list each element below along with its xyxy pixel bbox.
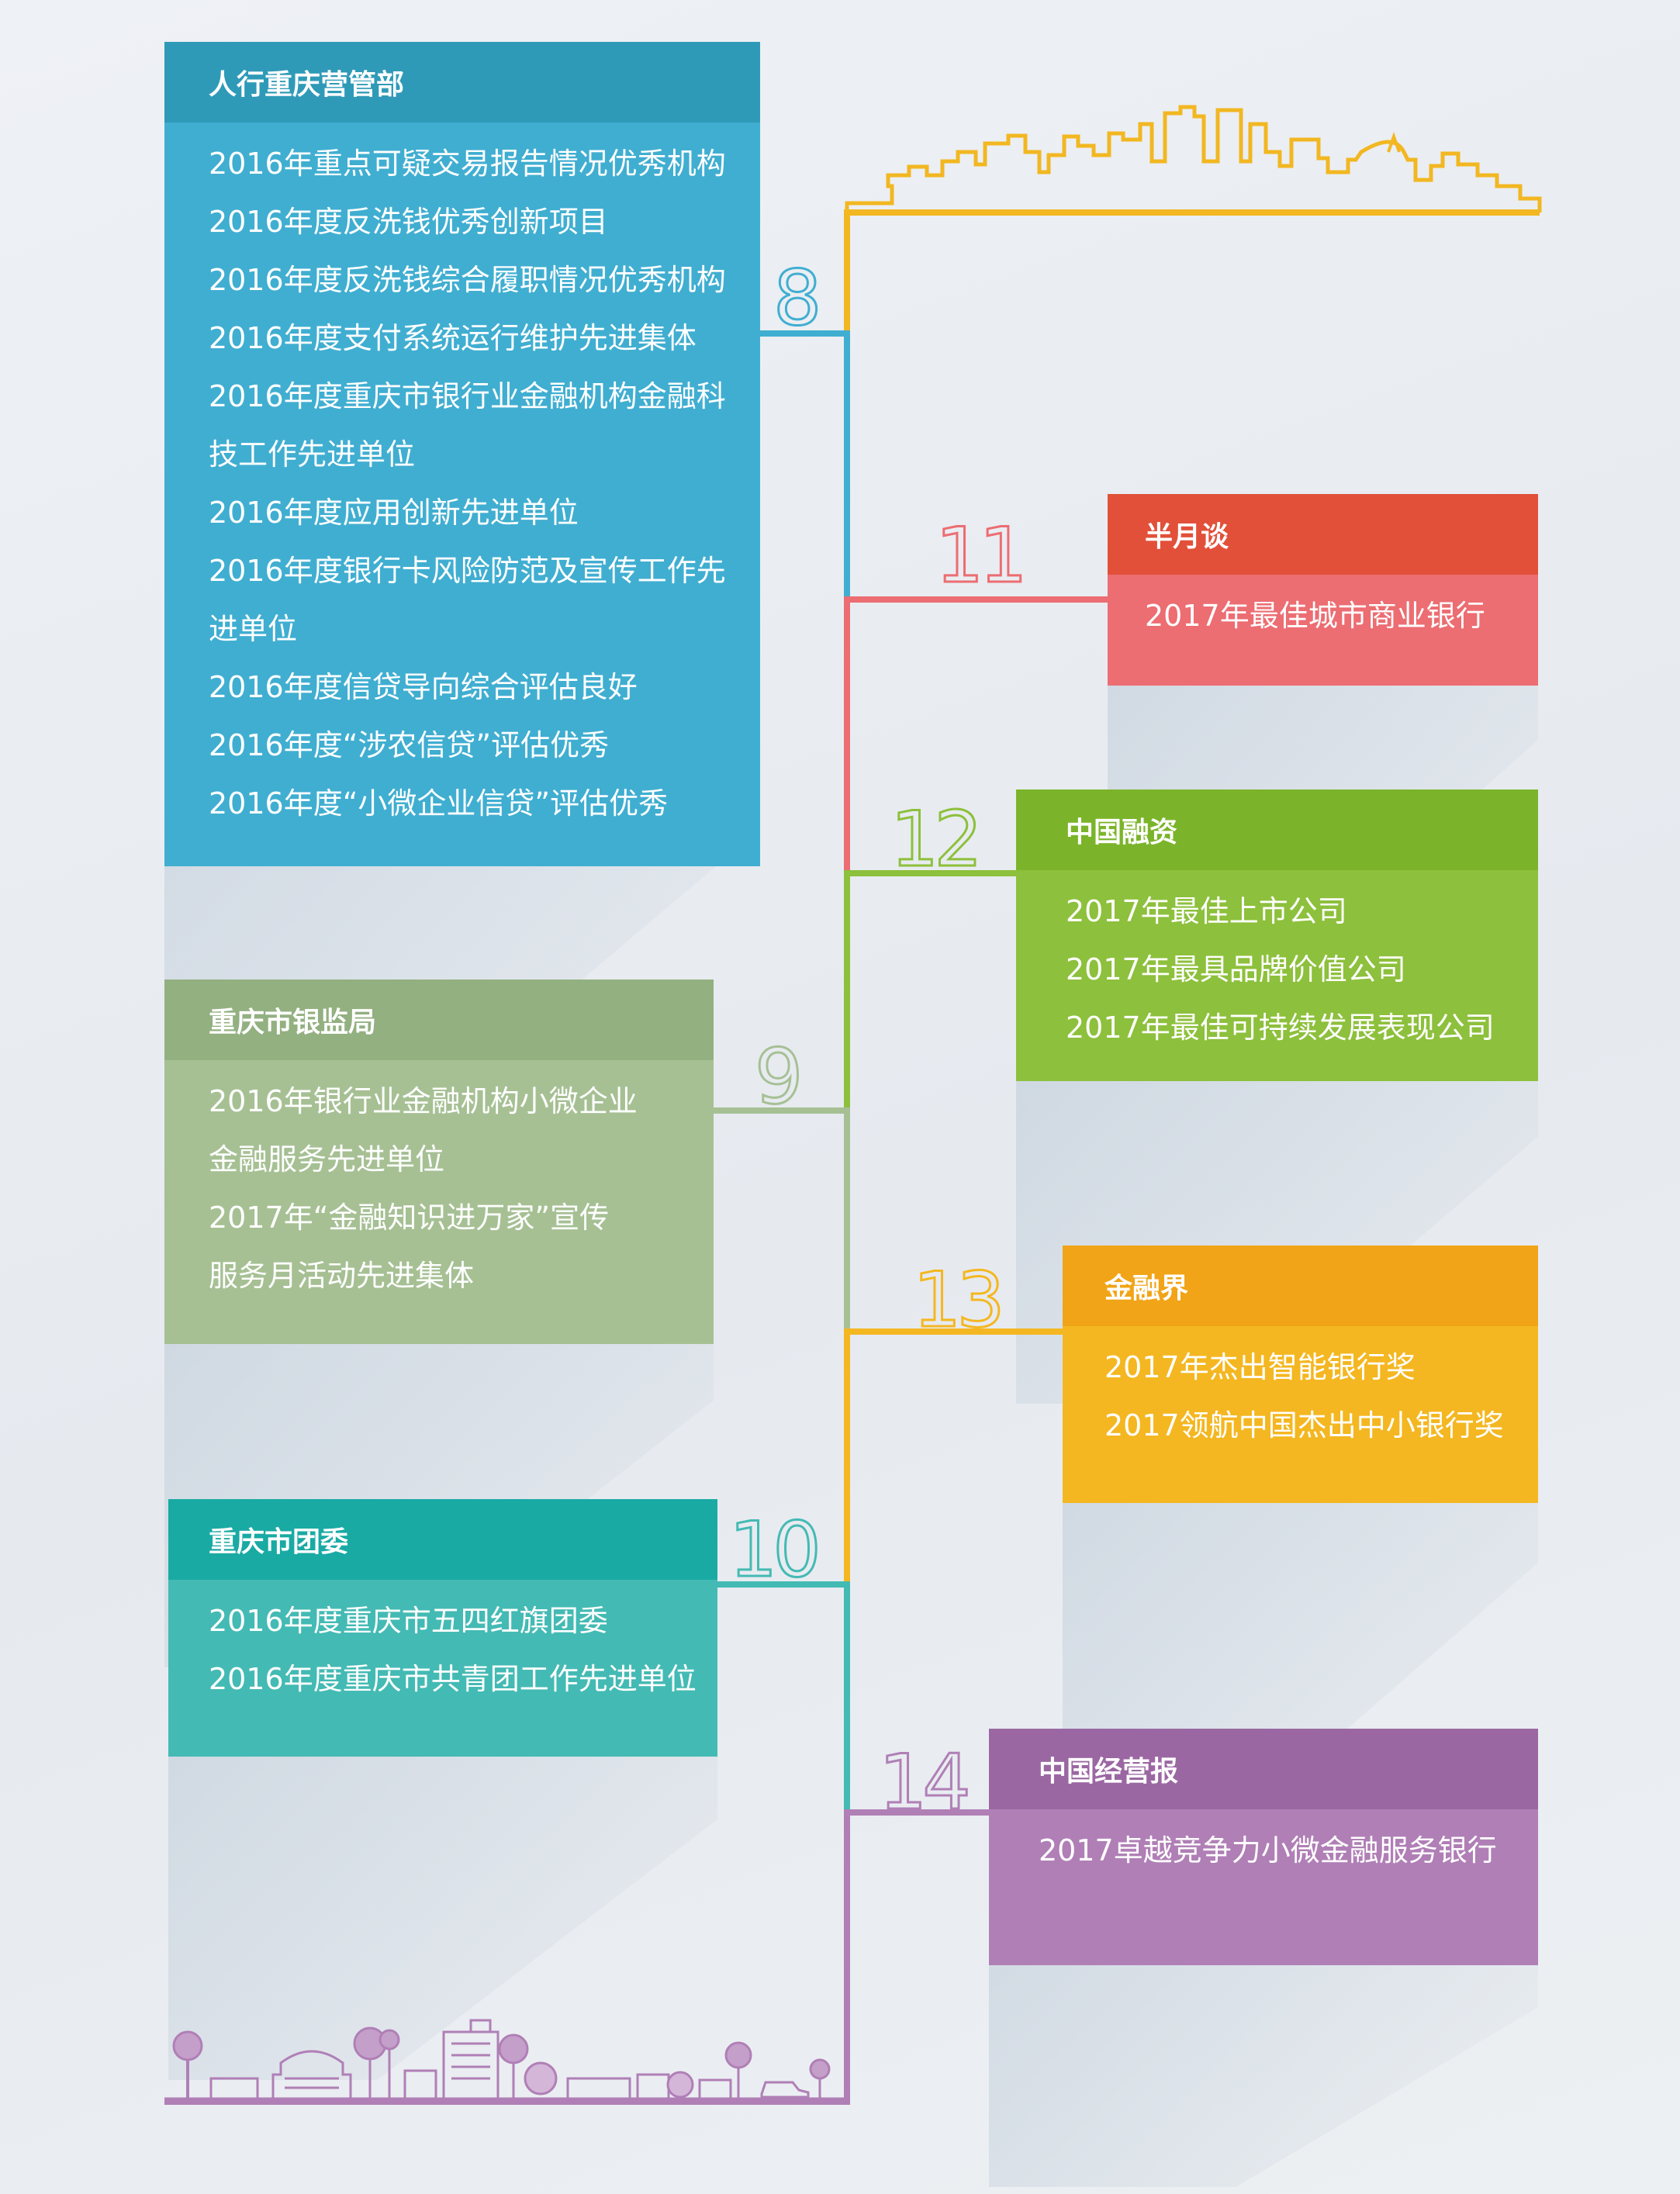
award-item: 进单位 xyxy=(209,612,298,646)
award-item: 2017年杰出智能银行奖 xyxy=(1104,1350,1416,1384)
award-item: 2017年最佳可持续发展表现公司 xyxy=(1066,1011,1495,1045)
award-list: 2016年重点可疑交易报告情况优秀机构 2016年度反洗钱优秀创新项目 2016年度… xyxy=(164,123,760,833)
award-item: 技工作先进单位 xyxy=(209,437,416,472)
award-list: 2016年度重庆市五四红旗团委 2016年度重庆市共青团工作先进单位 xyxy=(168,1580,717,1709)
org-title: 金融界 xyxy=(1063,1246,1538,1326)
timeline-number-10: 10 xyxy=(728,1506,823,1595)
bottom-scene-illustration xyxy=(164,2019,847,2100)
award-list: 2017卓越竞争力小微金融服务银行 xyxy=(989,1809,1538,1880)
timeline-spine-teal xyxy=(717,1581,850,1812)
timeline-number-9: 9 xyxy=(753,1033,804,1121)
award-item: 2017年最具品牌价值公司 xyxy=(1066,952,1406,986)
award-item: 2016年度“涉农信贷”评估优秀 xyxy=(209,728,610,762)
award-item: 2016年度银行卡风险防范及宣传工作先 xyxy=(209,554,726,588)
timeline-number-8: 8 xyxy=(772,254,822,343)
award-item: 2017年最佳上市公司 xyxy=(1066,894,1347,928)
award-item: 2016年度反洗钱优秀创新项目 xyxy=(209,205,608,239)
timeline-number-14: 14 xyxy=(878,1739,973,1827)
award-item: 2017年“金融知识进万家”宣传 xyxy=(209,1201,610,1235)
org-title: 人行重庆营管部 xyxy=(164,42,760,123)
award-item: 服务月活动先进集体 xyxy=(209,1259,475,1293)
award-item: 金融服务先进单位 xyxy=(209,1142,445,1176)
award-item: 2016年度“小微企业信贷”评估优秀 xyxy=(209,786,669,821)
award-item: 2017卓越竞争力小微金融服务银行 xyxy=(1039,1833,1497,1867)
timeline-spine-red xyxy=(844,596,1108,873)
award-item: 2016年度重庆市五四红旗团委 xyxy=(209,1604,608,1638)
award-item: 2016年度反洗钱综合履职情况优秀机构 xyxy=(209,263,726,297)
award-item: 2016年度信贷导向综合评估良好 xyxy=(209,670,638,704)
timeline-number-11: 11 xyxy=(935,512,1029,600)
timeline-number-12: 12 xyxy=(890,796,984,884)
timeline-spine-amber xyxy=(844,1328,1063,1584)
award-item: 2016年重点可疑交易报告情况优秀机构 xyxy=(209,147,726,181)
award-list: 2017年最佳城市商业银行 xyxy=(1108,575,1538,645)
award-item: 2016年度支付系统运行维护先进集体 xyxy=(209,321,697,355)
org-title: 重庆市团委 xyxy=(168,1499,717,1580)
award-card-14: 中国经营报 2017卓越竞争力小微金融服务银行 xyxy=(989,1729,1538,1965)
org-title: 重庆市银监局 xyxy=(164,980,714,1060)
timeline-spine-sage xyxy=(714,1107,850,1332)
award-list: 2016年银行业金融机构小微企业金融服务先进单位 2017年“金融知识进万家”宣传… xyxy=(164,1060,714,1305)
award-list: 2017年杰出智能银行奖 2017领航中国杰出中小银行奖 xyxy=(1063,1326,1538,1455)
timeline-spine-purple xyxy=(164,1809,989,2105)
award-item: 2017领航中国杰出中小银行奖 xyxy=(1104,1408,1504,1443)
org-title: 中国融资 xyxy=(1016,789,1538,870)
award-card-9: 重庆市银监局 2016年银行业金融机构小微企业金融服务先进单位 2017年“金融知… xyxy=(164,980,714,1344)
timeline-number-13: 13 xyxy=(912,1256,1007,1345)
award-item: 2016年度重庆市共青团工作先进单位 xyxy=(209,1662,697,1696)
award-item: 2016年度重庆市银行业金融机构金融科 xyxy=(209,379,726,413)
award-list: 2017年最佳上市公司 2017年最具品牌价值公司 2017年最佳可持续发展表现公司 xyxy=(1016,870,1538,1057)
award-item: 2017年最佳城市商业银行 xyxy=(1145,599,1485,633)
award-card-13: 金融界 2017年杰出智能银行奖 2017领航中国杰出中小银行奖 xyxy=(1063,1246,1538,1503)
timeline-spine-blue xyxy=(760,330,850,599)
award-item: 2016年银行业金融机构小微企业 xyxy=(209,1084,638,1118)
award-card-10: 重庆市团委 2016年度重庆市五四红旗团委 2016年度重庆市共青团工作先进单位 xyxy=(168,1499,717,1757)
award-card-8: 人行重庆营管部 2016年重点可疑交易报告情况优秀机构 2016年度反洗钱优秀创新… xyxy=(164,42,760,866)
award-card-11: 半月谈 2017年最佳城市商业银行 xyxy=(1108,494,1538,686)
skyline-outline xyxy=(845,105,1542,212)
timeline-spine-green xyxy=(844,870,1016,1111)
timeline-spine-yellow xyxy=(844,209,1540,333)
award-card-12: 中国融资 2017年最佳上市公司 2017年最具品牌价值公司 2017年最佳可持续发… xyxy=(1016,789,1538,1081)
org-title: 中国经营报 xyxy=(989,1729,1538,1809)
award-item: 2016年度应用创新先进单位 xyxy=(209,496,579,530)
org-title: 半月谈 xyxy=(1108,494,1538,575)
